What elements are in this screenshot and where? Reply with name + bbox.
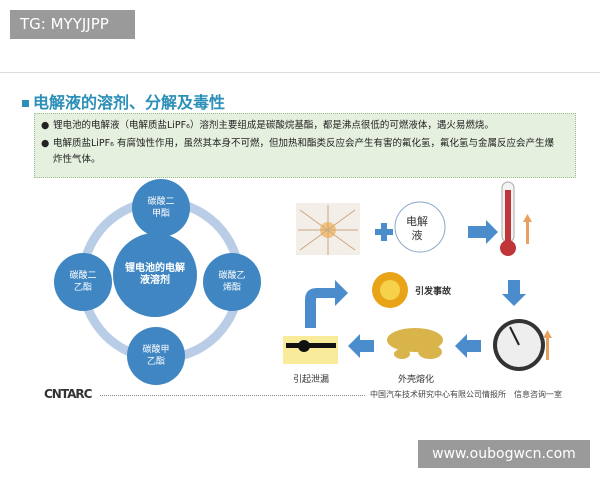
- arrow-left-icon: [348, 334, 374, 358]
- bullet-icon: ●: [41, 120, 50, 131]
- center-circle: 锂电池的电解液溶剂: [113, 233, 197, 317]
- leak-label: 引起泄漏: [293, 375, 330, 385]
- arrow-left-icon: [455, 334, 481, 358]
- plus-icon: [375, 223, 393, 241]
- circle-top: 碳酸二甲酯: [132, 179, 190, 237]
- cntarc-logo: CNTARC: [44, 387, 92, 401]
- footer-text: 中国汽车技术研究中心有限公司情报所 信息咨询一室: [370, 390, 562, 399]
- slide: [0, 72, 600, 409]
- thermometer-icon: [500, 181, 516, 256]
- overlay-tag: TG: MYYJJPP: [10, 10, 135, 39]
- circle-left: 碳酸二乙酯: [54, 253, 112, 311]
- watermark-url: www.oubogwcn.com: [418, 440, 590, 468]
- process-graphic: [283, 181, 552, 371]
- circle-bottom: 碳酸甲乙酯: [127, 327, 185, 385]
- accident-label: 引发事故: [415, 287, 452, 297]
- electrolyte-label: 电解液: [406, 215, 428, 242]
- explosion-icon: [372, 272, 408, 308]
- up-arrow-icon: [523, 214, 532, 244]
- footer-divider: [100, 395, 365, 396]
- arrow-right-icon: [468, 220, 498, 244]
- bullet-2: 电解质盐LiPF₆ 有腐蚀性作用，虽然其本身不可燃，但加热和酯类反应会产生有害的…: [53, 138, 554, 165]
- slide-title: 电解液的溶剂、分解及毒性: [22, 89, 225, 113]
- melt-label: 外壳熔化: [398, 375, 435, 385]
- arrow-down-icon: [502, 280, 526, 306]
- circle-right: 碳酸乙烯酯: [203, 253, 261, 311]
- electrolyte-circle: [394, 201, 446, 253]
- gauge-icon: [493, 319, 545, 371]
- bent-arrow-icon: [305, 280, 348, 328]
- bullet-1: 锂电池的电解液（电解质盐LiPF₆）溶剂主要组成是碳酸烷基酯，都是沸点很低的可燃…: [53, 120, 494, 131]
- title-text: 电解液的溶剂、分解及毒性: [33, 93, 226, 112]
- bullet-icon: ●: [41, 138, 50, 149]
- bullet-box: ● 锂电池的电解液（电解质盐LiPF₆）溶剂主要组成是碳酸烷基酯，都是沸点很低的…: [34, 113, 576, 178]
- square-bullet-icon: [22, 100, 29, 107]
- leak-icon: [283, 336, 338, 364]
- melt-blob-icon: [387, 328, 443, 359]
- up-arrow-icon: [543, 330, 552, 360]
- spark-icon: [296, 203, 360, 255]
